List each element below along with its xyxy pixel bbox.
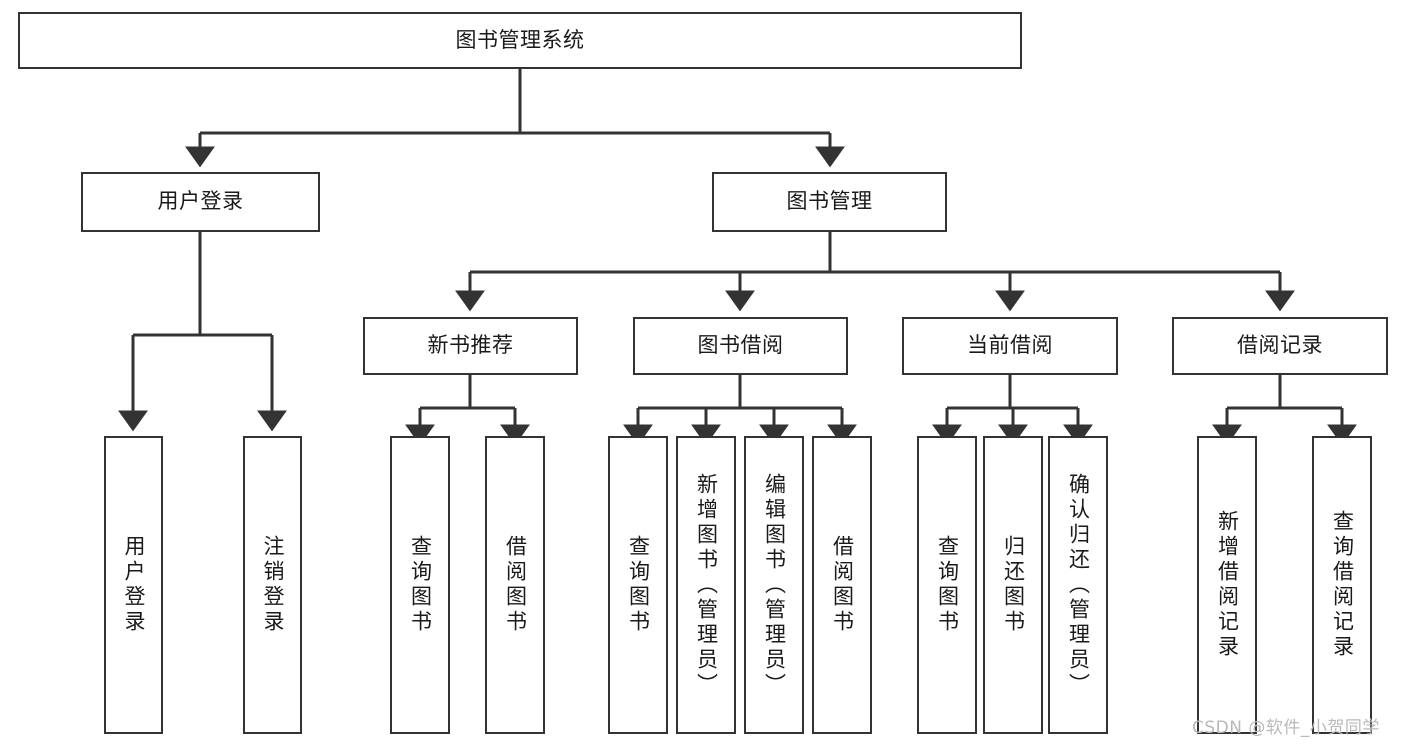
node-leaf-return-book-label: 归还图书 [1001, 535, 1026, 635]
node-leaf-logout[interactable]: 注销登录 [243, 436, 302, 734]
node-leaf-logout-label: 注销登录 [261, 535, 285, 635]
node-leaf-borrow-book-1-label: 借阅图书 [503, 535, 528, 635]
node-leaf-add-record-label: 新增借阅记录 [1215, 510, 1240, 660]
node-leaf-add-book-label: 新增图书（管理员） [694, 472, 719, 698]
edge-group-book-borrow [623, 375, 857, 446]
node-leaf-query-book-2[interactable]: 查询图书 [608, 436, 668, 734]
node-leaf-query-book-3-label: 查询图书 [935, 535, 960, 635]
node-root-label: 图书管理系统 [455, 27, 585, 52]
edge-group-borrow-record [1212, 375, 1357, 446]
node-leaf-user-login-label: 用户登录 [122, 535, 146, 635]
node-leaf-return-book[interactable]: 归还图书 [983, 436, 1043, 734]
node-leaf-edit-book-label: 编辑图书（管理员） [762, 472, 787, 698]
edge-group-root [185, 69, 845, 168]
node-leaf-confirm-return-label: 确认归还（管理员） [1066, 472, 1091, 698]
node-leaf-borrow-book-2-label: 借阅图书 [830, 535, 855, 635]
node-leaf-query-record[interactable]: 查询借阅记录 [1312, 436, 1372, 734]
node-book-manage-label: 图书管理 [786, 189, 873, 214]
node-current-borrow-label: 当前借阅 [967, 333, 1053, 358]
node-leaf-query-record-label: 查询借阅记录 [1330, 510, 1355, 660]
node-leaf-borrow-book-1[interactable]: 借阅图书 [485, 436, 545, 734]
node-user-login[interactable]: 用户登录 [81, 172, 320, 232]
node-leaf-add-record[interactable]: 新增借阅记录 [1197, 436, 1257, 734]
node-leaf-add-book[interactable]: 新增图书（管理员） [676, 436, 736, 734]
node-root[interactable]: 图书管理系统 [18, 12, 1022, 69]
node-borrow-record-label: 借阅记录 [1237, 333, 1323, 358]
node-new-book-rec[interactable]: 新书推荐 [363, 317, 578, 375]
node-leaf-query-book-2-label: 查询图书 [626, 535, 651, 635]
edge-group-user-login [118, 232, 287, 432]
node-borrow-record[interactable]: 借阅记录 [1172, 317, 1388, 375]
node-leaf-query-book-1[interactable]: 查询图书 [390, 436, 450, 734]
node-leaf-borrow-book-2[interactable]: 借阅图书 [812, 436, 872, 734]
node-new-book-rec-label: 新书推荐 [427, 333, 514, 358]
node-current-borrow[interactable]: 当前借阅 [902, 317, 1118, 375]
node-leaf-user-login[interactable]: 用户登录 [104, 436, 163, 734]
node-book-borrow[interactable]: 图书借阅 [633, 317, 848, 375]
edge-group-new-book-rec [405, 375, 530, 446]
node-leaf-edit-book[interactable]: 编辑图书（管理员） [744, 436, 804, 734]
node-leaf-query-book-1-label: 查询图书 [408, 535, 433, 635]
node-book-manage[interactable]: 图书管理 [712, 172, 947, 232]
node-book-borrow-label: 图书借阅 [697, 333, 784, 358]
edge-group-current-borrow [932, 375, 1093, 446]
edge-group-book-manage [455, 232, 1295, 312]
node-leaf-query-book-3[interactable]: 查询图书 [917, 436, 977, 734]
node-user-login-label: 用户登录 [157, 189, 244, 214]
node-leaf-confirm-return[interactable]: 确认归还（管理员） [1048, 436, 1108, 734]
